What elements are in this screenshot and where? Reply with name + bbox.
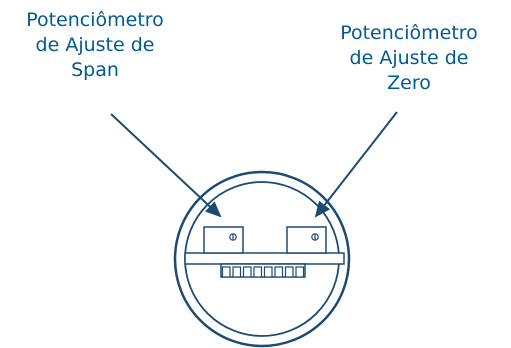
housing-outer-circle xyxy=(173,170,351,348)
zero-potentiometer-screw xyxy=(311,233,319,241)
zero-potentiometer xyxy=(286,226,327,254)
zero-adjust-potentiometer-label: Potenciômetro de Ajuste de Zero xyxy=(340,22,478,94)
span-potentiometer xyxy=(203,226,244,254)
connector-pin xyxy=(295,266,305,278)
connector-pin xyxy=(242,266,252,278)
connector-outline xyxy=(220,263,306,278)
connector-pin xyxy=(253,266,263,278)
connector-pin xyxy=(232,266,242,278)
connector-pin xyxy=(221,266,231,278)
zero-leader-arrow xyxy=(314,111,398,218)
connector-pin xyxy=(274,266,284,278)
connector-pin xyxy=(284,266,294,278)
span-adjust-potentiometer-label: Potenciômetro de Ajuste de Span xyxy=(26,9,164,81)
connector-pin xyxy=(263,266,273,278)
circuit-board xyxy=(184,252,345,265)
span-leader-arrow xyxy=(110,113,222,218)
connector-block xyxy=(220,263,306,278)
span-potentiometer-screw xyxy=(229,233,237,241)
